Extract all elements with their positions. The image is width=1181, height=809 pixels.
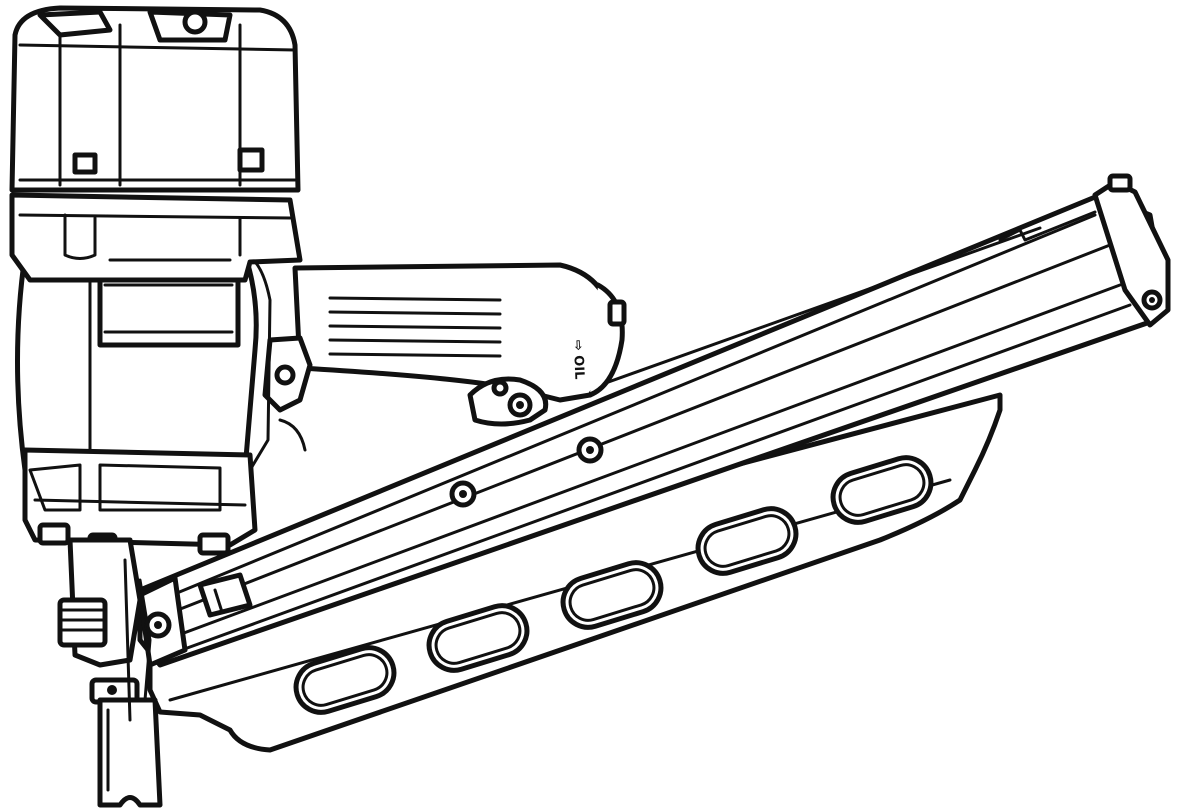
rail-slots [293, 455, 934, 715]
nose-housing [22, 447, 258, 558]
cylinder-body [15, 252, 272, 473]
nose-piece [57, 537, 163, 808]
magazine-latch [137, 572, 253, 668]
magazine-end-cap [1092, 173, 1171, 328]
cylinder-collar [9, 192, 303, 283]
top-cap [9, 5, 301, 193]
handle: ⇨ OIL [292, 262, 627, 403]
oil-marking: ⇨ OIL [570, 340, 586, 380]
trigger-assembly [262, 335, 549, 452]
magazine-rivets [449, 436, 604, 508]
